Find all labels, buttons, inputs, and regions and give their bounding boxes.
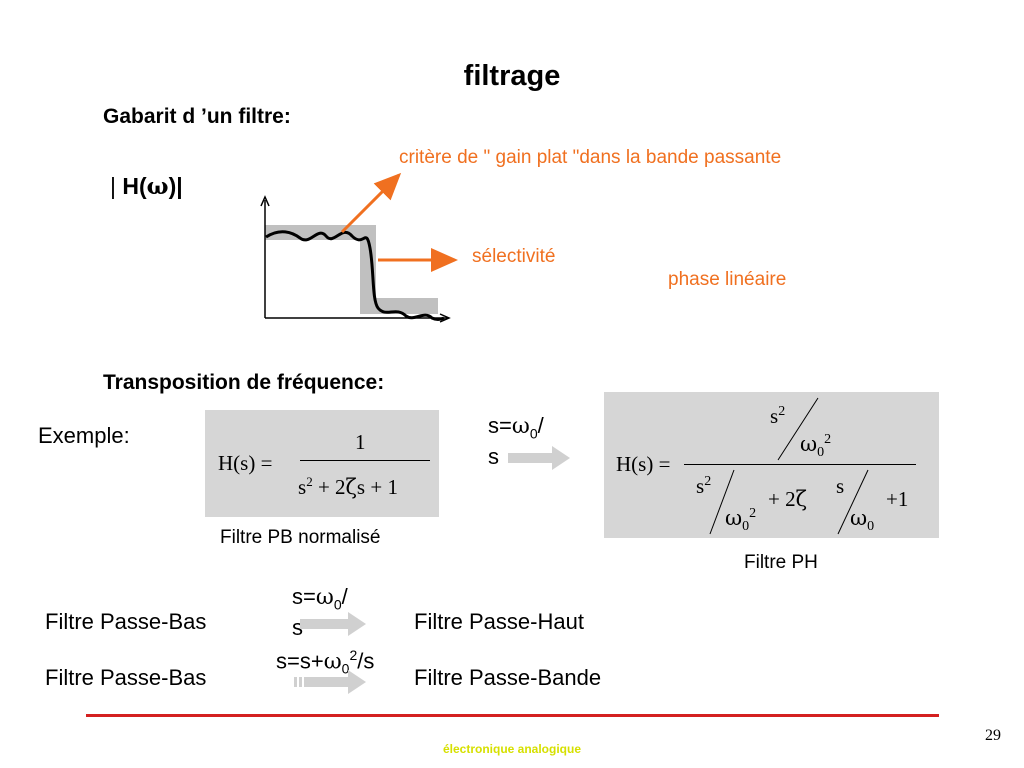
magnitude-close: )| [168, 173, 183, 199]
ph-den-omega: ω [725, 506, 743, 530]
pb-formula-denominator: s2 + 2ζs + 1 [298, 474, 398, 500]
ph-den-exp: 2 [704, 474, 712, 489]
magnitude-h: H( [122, 173, 147, 199]
annotation-phase-lineaire: phase linéaire [668, 269, 787, 290]
ph-frac-sub0: 0 [867, 519, 875, 535]
ph-plus-one: +1 [886, 487, 909, 511]
mapping-2-arrow [294, 670, 366, 694]
ph-den-s: s [696, 474, 705, 498]
slide-title: filtrage [463, 60, 561, 92]
pb-formula-box [205, 410, 439, 517]
ph-top-s: s [770, 404, 779, 428]
zeta-symbol: ζ [345, 475, 357, 499]
mapping-2-suffix: /s [357, 648, 375, 674]
annotation-gain-plat: critère de " gain plat "dans la bande pa… [399, 147, 782, 168]
pb-formula-numerator: 1 [355, 430, 366, 454]
ph-frac-omega0: ω0 [850, 506, 874, 535]
mapping-1-arrow [300, 612, 366, 636]
ph-den-plus-two: + 2 [768, 487, 796, 511]
gabarit-stopband-band [360, 298, 438, 314]
substitution-rule: s=ω0/ s [488, 414, 544, 469]
mapping-1-rule: s=ω0/ s [292, 585, 348, 640]
ph-formula-lhs: H(s) = [616, 452, 671, 476]
ph-fraction-bar [684, 464, 916, 465]
ph-top-omega0: ω02 [800, 432, 831, 461]
magnitude-label: | H(ω)| [110, 173, 183, 200]
magnitude-pipe: | [110, 173, 123, 199]
sub-s: s [488, 444, 499, 470]
gabarit-heading: Gabarit d ’un filtre: [103, 105, 291, 128]
arrow-gain-plat [340, 172, 402, 234]
exemple-label: Exemple: [38, 423, 130, 448]
ph-den-omega-exp: 2 [749, 506, 757, 521]
ph-den-s2: s2 [696, 474, 711, 499]
mapping-1-omega: ω [315, 585, 334, 610]
mapping-2-sup: 2 [349, 647, 358, 663]
mapping-1-line2: s [292, 615, 303, 641]
mapping-2-from: Filtre Passe-Bas [45, 665, 207, 690]
page-number: 29 [985, 727, 1001, 744]
omega-symbol: ω [146, 173, 169, 200]
pb-caption: Filtre PB normalisé [220, 527, 381, 548]
mapping-2-sub0: 0 [341, 660, 350, 677]
pb-den-exp: 2 [306, 474, 313, 489]
mapping-1-prefix: s= [292, 584, 316, 609]
ph-caption: Filtre PH [744, 552, 818, 573]
ph-den-sub0: 0 [742, 519, 750, 535]
ph-zeta-symbol: ζ [795, 487, 807, 511]
ph-top-exp: 2 [778, 404, 786, 419]
y-axis-arrowhead [260, 195, 270, 207]
mapping-1-to: Filtre Passe-Haut [414, 609, 584, 634]
ph-top-omega: ω [800, 432, 818, 456]
ph-top-omega-exp: 2 [824, 432, 832, 447]
sub-omega: ω [511, 414, 530, 439]
mapping-1-suffix: / [341, 584, 348, 609]
substitution-arrow [508, 446, 570, 470]
pb-formula-lhs: H(s) = [218, 451, 273, 475]
ph-top-sub0: 0 [817, 445, 825, 461]
pb-fraction-bar [300, 460, 430, 461]
ph-den-two-zeta: + 2ζ [768, 487, 807, 512]
sub-zero: 0 [529, 425, 538, 442]
transposition-heading: Transposition de fréquence: [103, 371, 385, 394]
ph-formula-box [604, 392, 939, 538]
annotation-selectivite: sélectivité [472, 246, 556, 267]
sub-s-eq: s= [488, 413, 512, 438]
x-axis-arrowhead [439, 313, 451, 323]
mapping-2-omega: ω [323, 649, 342, 675]
mapping-2-prefix: s=s+ [276, 648, 324, 674]
footer-text: électronique analogique [442, 742, 582, 756]
sub-slash: / [537, 413, 544, 438]
gabarit-passband-band [265, 225, 376, 312]
pb-den-plus-two: + 2 [317, 475, 346, 499]
filter-response-curve [265, 230, 445, 321]
mapping-1-sub0: 0 [333, 596, 342, 613]
ph-den-omega0-sq: ω02 [725, 506, 756, 535]
mapping-1-from: Filtre Passe-Bas [45, 609, 207, 634]
mapping-2-rule: s=s+ω02/s [276, 643, 374, 681]
ph-frac-omega: ω [850, 506, 868, 530]
footer-divider [86, 714, 939, 717]
ph-frac-s: s [836, 474, 845, 498]
pb-den-s: s [298, 475, 307, 499]
mapping-2-to: Filtre Passe-Bande [414, 665, 602, 690]
pb-den-tail: s + 1 [356, 475, 398, 499]
ph-top-s2: s2 [770, 404, 785, 429]
